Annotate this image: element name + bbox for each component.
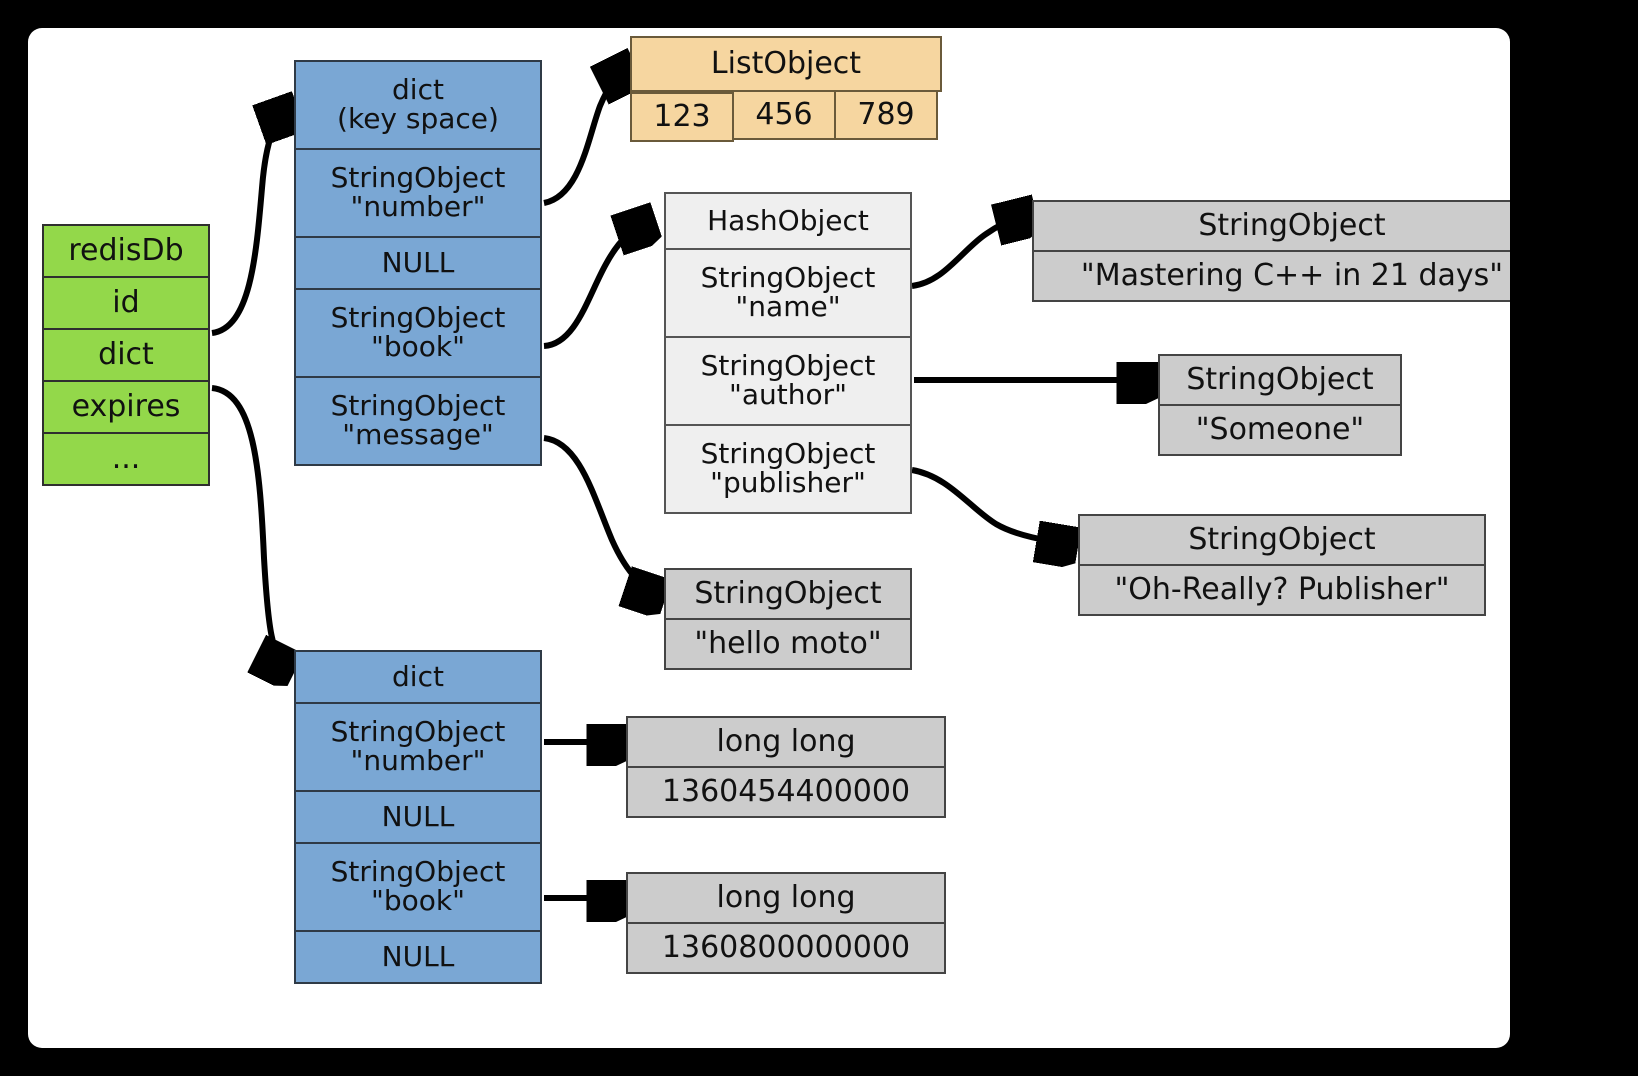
- list-object-cell-2: 789: [834, 90, 938, 140]
- hash-field-author: StringObject "author": [664, 336, 912, 426]
- diagram-canvas: redisDb id dict expires ... dict (key sp…: [28, 28, 1510, 1048]
- keyspace-dict-header-line2: (key space): [337, 102, 499, 135]
- hash-field-publisher: StringObject "publisher": [664, 424, 912, 514]
- expires-dict-header: dict: [294, 650, 542, 704]
- string-object-publisher: StringObject "Oh-Really? Publisher": [1078, 514, 1486, 616]
- keyspace-entry-book-key: "book": [370, 330, 465, 363]
- redisdb-row-title: redisDb: [42, 224, 210, 278]
- string-object-hello-header: StringObject: [664, 568, 912, 620]
- expires-entry-book-type: StringObject: [330, 855, 506, 889]
- hash-field-name-key: "name": [735, 290, 841, 323]
- keyspace-entry-number-key: "number": [350, 190, 486, 223]
- arrow-dict-to-keyspace: [211, 111, 290, 336]
- expires-entry-book: StringObject "book": [294, 842, 542, 932]
- string-object-someone-value: "Someone": [1158, 404, 1402, 456]
- keyspace-dict-header: dict (key space): [294, 60, 542, 150]
- redisdb-row-expires: expires: [42, 380, 210, 434]
- list-object-header: ListObject: [630, 36, 942, 92]
- string-object-mastering: StringObject "Mastering C++ in 21 days": [1032, 200, 1510, 302]
- redisdb-struct: redisDb id dict expires ...: [42, 224, 210, 486]
- list-object-cell-1: 456: [732, 90, 836, 140]
- expires-entry-book-key: "book": [370, 884, 465, 917]
- redisdb-row-dict: dict: [42, 328, 210, 382]
- expires-entry-number: StringObject "number": [294, 702, 542, 792]
- long-long-1-value: 1360454400000: [626, 766, 946, 818]
- string-object-mastering-value: "Mastering C++ in 21 days": [1032, 250, 1510, 302]
- keyspace-entry-number-type: StringObject: [330, 161, 506, 195]
- redisdb-row-ellipsis: ...: [42, 432, 210, 486]
- keyspace-entry-book: StringObject "book": [294, 288, 542, 378]
- expires-entry-number-type: StringObject: [330, 715, 506, 749]
- list-object-cell-0: 123: [630, 92, 734, 142]
- keyspace-dict-header-line1: dict: [392, 73, 444, 107]
- list-object-struct: ListObject 123 456 789: [630, 36, 942, 142]
- hash-field-author-key: "author": [728, 378, 848, 411]
- keyspace-entry-null-1: NULL: [294, 236, 542, 290]
- keyspace-entry-message-key: "message": [342, 418, 494, 451]
- expires-entry-number-key: "number": [350, 744, 486, 777]
- keyspace-entry-message-type: StringObject: [330, 389, 506, 423]
- expires-dict-struct: dict StringObject "number" NULL StringOb…: [294, 650, 542, 984]
- string-object-someone: StringObject "Someone": [1158, 354, 1402, 456]
- keyspace-entry-book-type: StringObject: [330, 301, 506, 335]
- arrow-publisher-to-publishername: [911, 467, 1070, 544]
- expires-entry-null-1: NULL: [294, 790, 542, 844]
- arrow-expires-to-expiresdict: [211, 385, 288, 666]
- string-object-publisher-value: "Oh-Really? Publisher": [1078, 564, 1486, 616]
- arrow-name-to-mastering: [911, 214, 1028, 289]
- long-long-1: long long 1360454400000: [626, 716, 946, 818]
- string-object-hello-value: "hello moto": [664, 618, 912, 670]
- arrow-book-to-hashobject: [543, 222, 648, 349]
- long-long-2-value: 1360800000000: [626, 922, 946, 974]
- expires-entry-null-2: NULL: [294, 930, 542, 984]
- hash-field-name: StringObject "name": [664, 248, 912, 338]
- string-object-publisher-header: StringObject: [1078, 514, 1486, 566]
- hash-field-author-type: StringObject: [700, 349, 876, 383]
- arrow-number-to-listobject: [543, 68, 628, 206]
- redisdb-row-id: id: [42, 276, 210, 330]
- long-long-1-header: long long: [626, 716, 946, 768]
- long-long-2-header: long long: [626, 872, 946, 924]
- arrow-message-to-hello: [543, 435, 658, 594]
- long-long-2: long long 1360800000000: [626, 872, 946, 974]
- keyspace-entry-number: StringObject "number": [294, 148, 542, 238]
- hash-object-header: HashObject: [664, 192, 912, 250]
- hash-field-name-type: StringObject: [700, 261, 876, 295]
- keyspace-dict-struct: dict (key space) StringObject "number" N…: [294, 60, 542, 466]
- keyspace-entry-message: StringObject "message": [294, 376, 542, 466]
- hash-field-publisher-type: StringObject: [700, 437, 876, 471]
- string-object-hello: StringObject "hello moto": [664, 568, 912, 670]
- string-object-someone-header: StringObject: [1158, 354, 1402, 406]
- hash-object-struct: HashObject StringObject "name" StringObj…: [664, 192, 912, 514]
- hash-field-publisher-key: "publisher": [710, 466, 866, 499]
- string-object-mastering-header: StringObject: [1032, 200, 1510, 252]
